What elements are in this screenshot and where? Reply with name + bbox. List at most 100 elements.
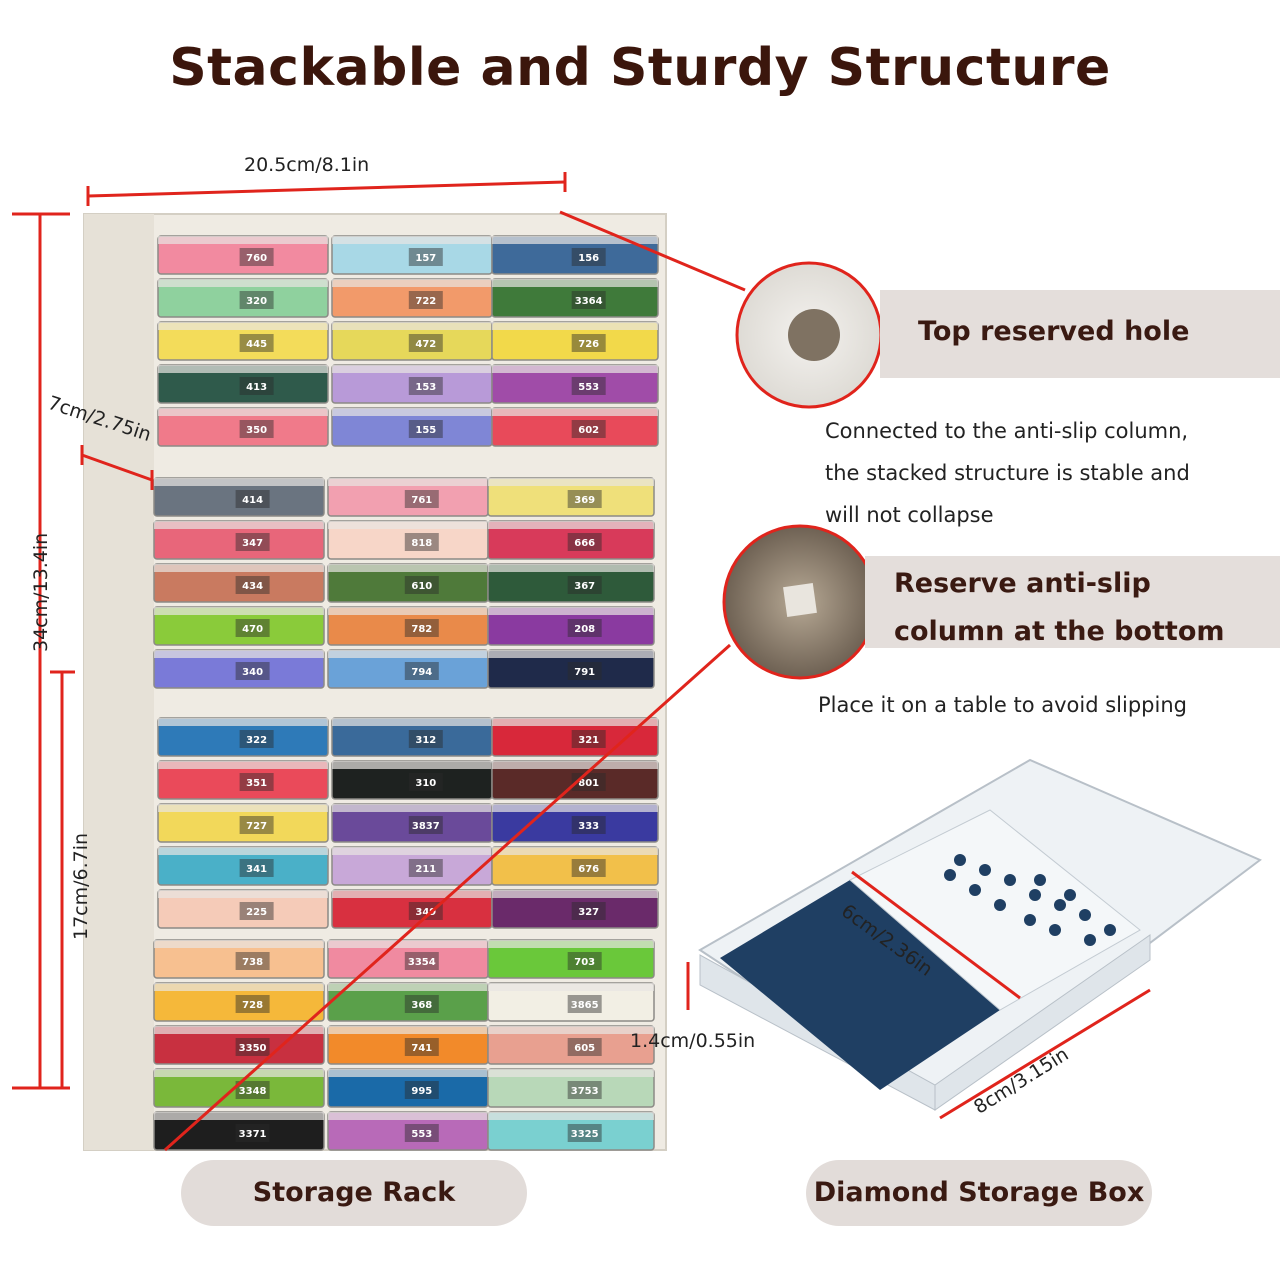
bead-tray-lid	[332, 847, 492, 855]
width-line	[87, 180, 566, 198]
box-front	[934, 934, 1151, 1111]
bead-tray-lid	[332, 322, 492, 330]
bead-code-label: 369	[574, 495, 595, 506]
bead-code-label: 157	[415, 253, 436, 264]
bead-code-tag	[404, 1124, 439, 1142]
bead-code-label: 349	[415, 907, 436, 918]
bead-code-tag	[235, 662, 270, 680]
bead-code-label: 3364	[575, 296, 603, 307]
bead-code-tag	[239, 902, 274, 920]
bead-code-tag	[567, 1081, 602, 1099]
bead-code-tag	[239, 773, 274, 791]
bead-code-tag	[239, 334, 274, 352]
bead-tray-lid	[154, 607, 324, 615]
bead-code-label: 553	[411, 1129, 432, 1140]
bead-code-tag	[235, 533, 270, 551]
bead-code-label: 413	[246, 382, 267, 393]
bead-code-label: 761	[411, 495, 432, 506]
bead-tray-lid	[158, 322, 328, 330]
bead-code-tag	[408, 859, 443, 877]
bead-tray-lid	[154, 564, 324, 572]
bead-tray-lid	[158, 718, 328, 726]
bead-code-tag	[571, 859, 606, 877]
bead-code-tag	[239, 730, 274, 748]
bead-code-tag	[404, 1038, 439, 1056]
bead-tray-lid	[332, 365, 492, 373]
bead-code-label: 367	[574, 581, 595, 592]
bead-code-label: 602	[578, 425, 599, 436]
bead-code-tag	[239, 816, 274, 834]
bead-code-label: 351	[246, 778, 267, 789]
bead-code-label: 722	[415, 296, 436, 307]
bead-tray-lid	[328, 521, 488, 529]
anti-slip-column-icon	[783, 583, 817, 617]
bead-code-tag	[404, 952, 439, 970]
bead-tray-lid	[158, 847, 328, 855]
bead-tray-lid	[492, 279, 658, 287]
bead-code-tag	[408, 420, 443, 438]
loose-bead	[969, 884, 981, 896]
bead-code-label: 434	[242, 581, 263, 592]
bead-code-tag	[567, 1124, 602, 1142]
bead-tray-lid	[492, 804, 658, 812]
bead-tray-lid	[328, 607, 488, 615]
bead-code-label: 225	[246, 907, 267, 918]
bead-tray-lid	[154, 940, 324, 948]
bead-code-tag	[239, 248, 274, 266]
bead-tray-lid	[488, 1069, 654, 1077]
bead-tray-lid	[488, 521, 654, 529]
bead-code-label: 738	[242, 957, 263, 968]
bead-tray-lid	[492, 847, 658, 855]
bead-code-label: 3354	[408, 957, 436, 968]
bead-code-label: 3348	[239, 1086, 267, 1097]
bead-code-label: 310	[415, 778, 436, 789]
box-height-label: 1.4cm/0.55in	[630, 1030, 756, 1052]
bead-code-label: 726	[578, 339, 599, 350]
bead-code-tag	[408, 730, 443, 748]
callout-band-anti-slip	[865, 556, 1280, 648]
bead-code-tag	[567, 490, 602, 508]
bead-code-label: 791	[574, 667, 595, 678]
foot-pointer	[164, 643, 731, 1152]
bead-code-tag	[239, 420, 274, 438]
storage-rack: 7603204454133501577224721531551563364726…	[83, 213, 667, 1151]
bead-tray-lid	[158, 279, 328, 287]
bead-tray-lid	[328, 650, 488, 658]
bead-code-label: 320	[246, 296, 267, 307]
bead-tray-lid	[158, 365, 328, 373]
bead-code-label: 3837	[412, 821, 440, 832]
bead-code-label: 801	[578, 778, 599, 789]
bead-tray-lid	[492, 718, 658, 726]
bead-code-tag	[571, 248, 606, 266]
bead-code-tag	[567, 662, 602, 680]
bead-code-label: 553	[578, 382, 599, 393]
bead-code-label: 155	[415, 425, 436, 436]
bead-tray-lid	[488, 478, 654, 486]
bead-code-label: 322	[246, 735, 267, 746]
bead-code-tag	[235, 619, 270, 637]
bead-tray-lid	[492, 236, 658, 244]
bead-code-label: 445	[246, 339, 267, 350]
bead-tray-lid	[328, 983, 488, 991]
bead-code-tag	[408, 773, 443, 791]
bead-tray-lid	[332, 408, 492, 416]
bead-code-tag	[408, 902, 443, 920]
bead-code-label: 3865	[571, 1000, 599, 1011]
loose-bead	[1054, 899, 1066, 911]
bead-code-label: 782	[411, 624, 432, 635]
bead-code-tag	[404, 490, 439, 508]
bead-code-tag	[235, 1081, 270, 1099]
bead-tray-lid	[488, 607, 654, 615]
page-title: Stackable and Sturdy Structure	[169, 38, 1111, 98]
module-height-label: 17cm/6.7in	[70, 832, 92, 940]
bead-code-tag	[235, 995, 270, 1013]
bead-code-tag	[235, 490, 270, 508]
bead-code-tag	[571, 377, 606, 395]
bead-tray-lid	[332, 890, 492, 898]
bead-code-tag	[567, 619, 602, 637]
bead-code-label: 3753	[571, 1086, 599, 1097]
bead-code-tag	[408, 248, 443, 266]
bead-tray-lid	[154, 1069, 324, 1077]
bead-code-label: 312	[415, 735, 436, 746]
bead-code-tag	[567, 995, 602, 1013]
